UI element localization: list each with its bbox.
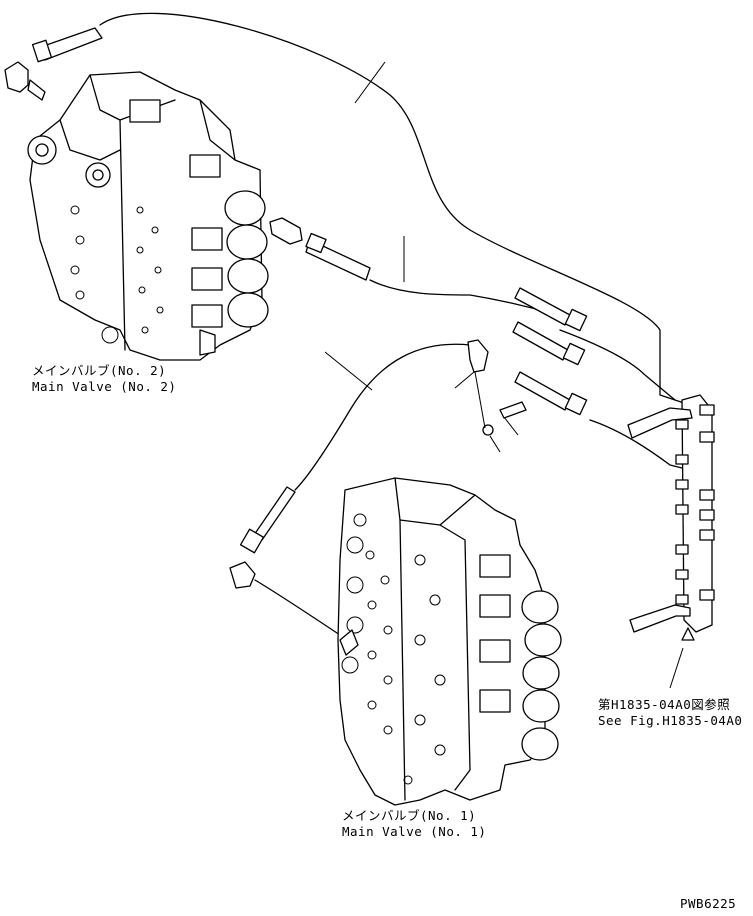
hose-end-lower — [253, 486, 296, 541]
hose-end-right-1 — [514, 287, 571, 326]
label-reference-jp: 第H1835-04A0図参照 — [598, 697, 731, 712]
manifold-block — [627, 394, 715, 641]
manifold-ports — [675, 404, 715, 605]
label-main-valve-1-en: Main Valve (No. 1) — [342, 824, 487, 839]
drawing-number: PWB6225 — [680, 896, 737, 911]
bracket-bottom — [629, 604, 691, 633]
hose-lines — [99, 12, 691, 689]
hose-upper — [99, 12, 691, 406]
clamp — [467, 339, 489, 373]
hose-to-valve-1 — [294, 343, 471, 491]
main-valve-2 — [4, 61, 269, 361]
label-main-valve-1-jp: メインバルブ(No. 1) — [342, 808, 477, 823]
hose-fittings — [31, 27, 588, 589]
hose-middle — [369, 279, 541, 311]
label-reference-en: See Fig.H1835-04A0 — [598, 713, 743, 728]
spool-caps-valve-2 — [189, 154, 269, 328]
hose-lower — [589, 419, 691, 471]
port-holes-valve-1 — [341, 513, 446, 785]
label-main-valve-2-en: Main Valve (No. 2) — [32, 379, 177, 394]
spool-caps-valve-1 — [479, 554, 562, 761]
main-valve-1 — [337, 477, 562, 806]
label-main-valve-2-jp: メインバルブ(No. 2) — [32, 363, 167, 378]
hose-end-right-2 — [512, 321, 569, 361]
bracket-top — [627, 407, 693, 439]
bolt — [499, 401, 527, 419]
connector-adapter — [269, 217, 303, 245]
port-holes-valve-2 — [70, 205, 164, 344]
hose-end-right-3 — [514, 371, 571, 411]
